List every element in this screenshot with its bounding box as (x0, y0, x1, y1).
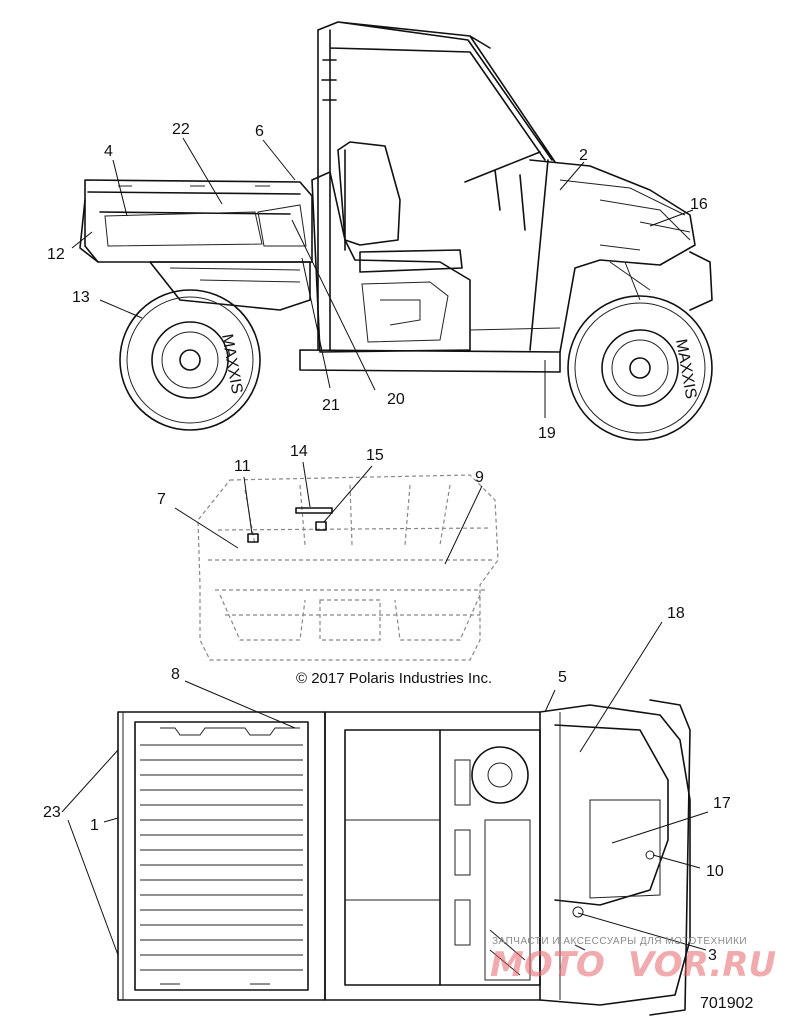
diagram-part-number: 701902 (700, 995, 753, 1012)
watermark-logo: ЗАПЧАСТИ И АКСЕССУАРЫ ДЛЯ МОТОТЕХНИКИ MO… (490, 936, 776, 985)
callout-4: 4 (104, 143, 113, 160)
watermark-brand-left: MOTO (490, 945, 605, 985)
front-view-vehicle (197, 474, 499, 661)
callout-5: 5 (558, 669, 567, 686)
callout-21: 21 (322, 397, 340, 414)
callout-6: 6 (255, 123, 264, 140)
watermark-tagline: ЗАПЧАСТИ И АКСЕССУАРЫ ДЛЯ МОТОТЕХНИКИ (492, 936, 747, 947)
callout-8: 8 (171, 666, 180, 683)
callout-labels: 4 22 6 2 16 12 13 21 20 19 14 15 11 9 7 … (43, 121, 731, 964)
callout-10: 10 (706, 863, 724, 880)
callout-14: 14 (290, 443, 308, 460)
tire-brand-rear: MAXXIS (218, 333, 245, 396)
callout-7: 7 (157, 491, 166, 508)
callout-23: 23 (43, 804, 61, 821)
callout-15: 15 (366, 447, 384, 464)
top-view-leaders (61, 621, 709, 956)
callout-11: 11 (234, 458, 251, 475)
callout-1: 1 (90, 817, 99, 834)
callout-19: 19 (538, 425, 556, 442)
callout-18: 18 (667, 605, 685, 622)
callout-9: 9 (475, 469, 484, 486)
watermark-brand-right: VOR.RU (628, 945, 776, 985)
callout-13: 13 (72, 289, 90, 306)
tire-brand-front: MAXXIS (672, 338, 699, 401)
callout-3: 3 (708, 947, 717, 964)
callout-16: 16 (690, 196, 708, 213)
top-view-vehicle (117, 699, 691, 1016)
callout-12: 12 (47, 246, 65, 263)
side-view-vehicle: MAXXIS MAXXIS (79, 21, 713, 441)
copyright-notice: © 2017 Polaris Industries Inc. (296, 670, 492, 687)
front-view-leaders (174, 461, 483, 565)
callout-2: 2 (579, 147, 588, 164)
side-view-leaders (71, 137, 694, 418)
callout-20: 20 (387, 391, 405, 408)
cargo-bed-slats (140, 744, 303, 971)
callout-17: 17 (713, 795, 731, 812)
callout-22: 22 (172, 121, 190, 138)
